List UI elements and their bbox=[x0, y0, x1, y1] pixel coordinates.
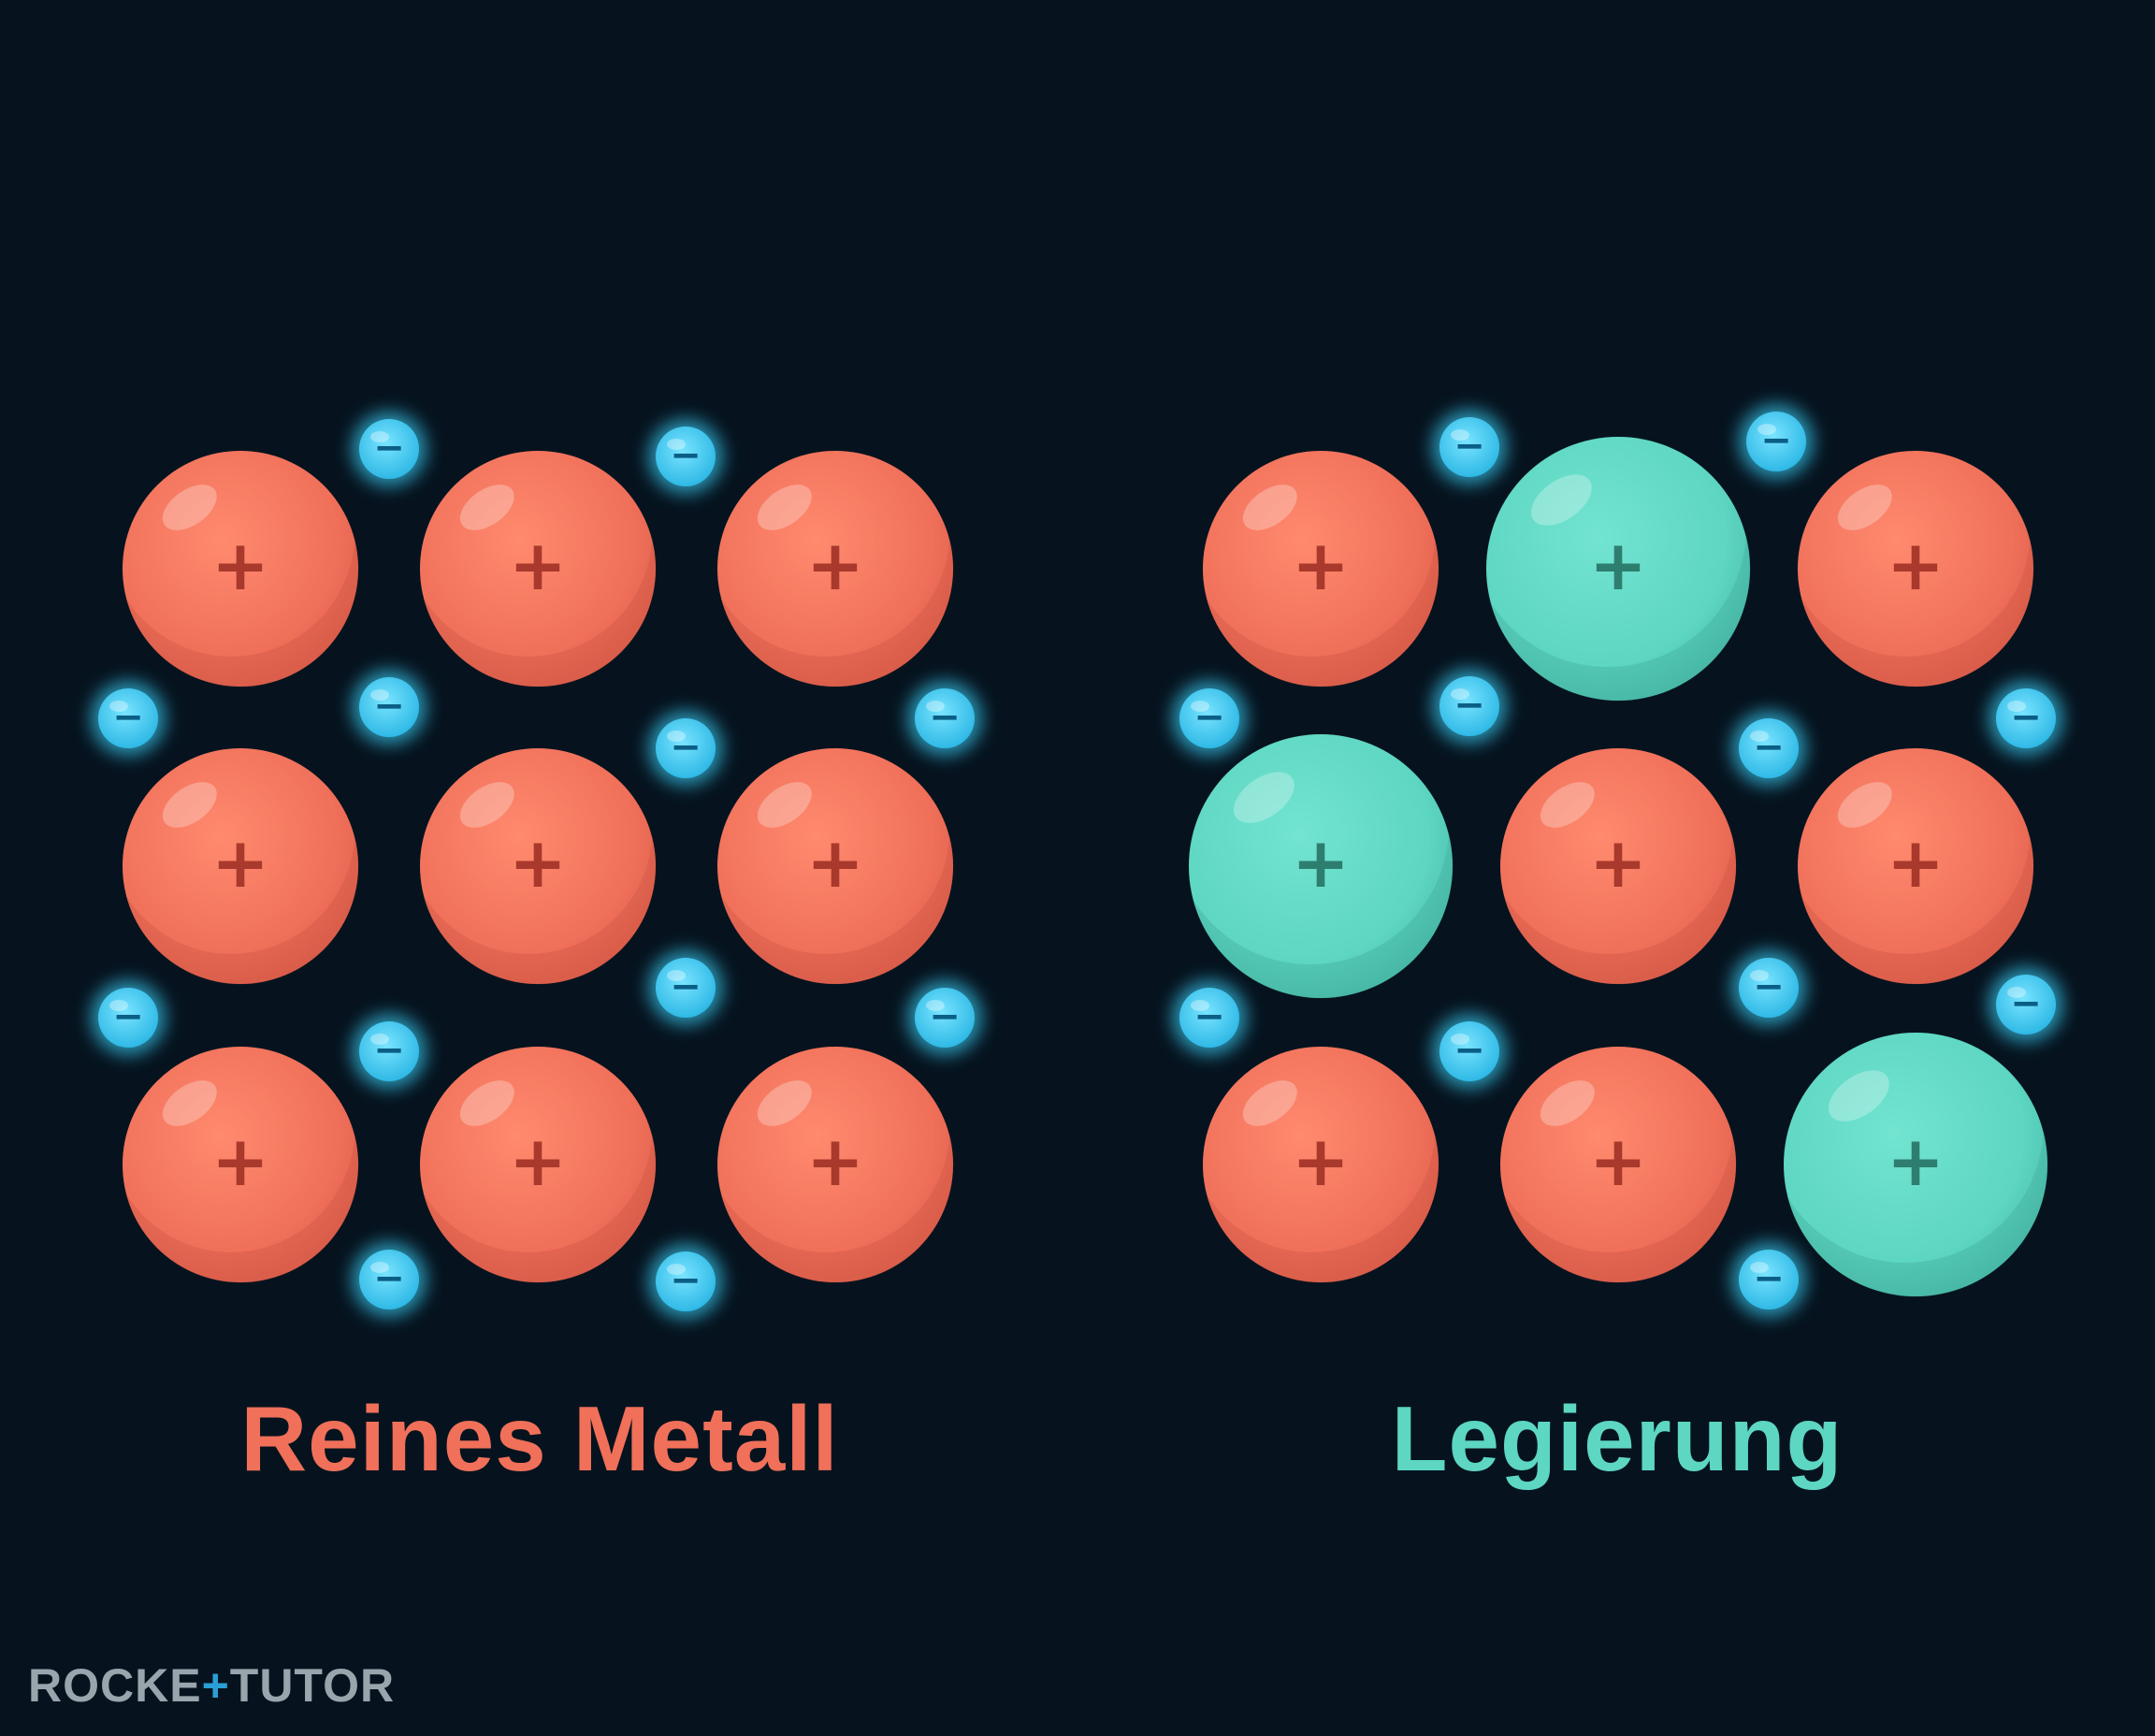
positive-charge-symbol: + bbox=[806, 1121, 864, 1202]
free-electron: − bbox=[648, 1244, 723, 1319]
positive-charge-symbol: + bbox=[1292, 526, 1350, 606]
negative-charge-symbol: − bbox=[929, 696, 961, 739]
metal-atom: + bbox=[717, 451, 954, 687]
metal-atom: + bbox=[123, 1047, 359, 1283]
positive-charge-symbol: + bbox=[211, 526, 269, 606]
negative-charge-symbol: − bbox=[1454, 1029, 1485, 1072]
free-electron: − bbox=[1989, 967, 2063, 1042]
metal-atom: + bbox=[1798, 748, 2034, 985]
free-electron: − bbox=[91, 980, 166, 1055]
metal-atom: + bbox=[1203, 451, 1439, 687]
free-electron: − bbox=[1739, 404, 1814, 479]
negative-charge-symbol: − bbox=[670, 965, 701, 1008]
free-electron: − bbox=[352, 1014, 427, 1089]
free-electron: − bbox=[907, 681, 982, 756]
logo-cross: + bbox=[201, 1659, 230, 1712]
alloy-atom: + bbox=[1189, 734, 1454, 999]
free-electron: − bbox=[1432, 669, 1507, 744]
free-electron: − bbox=[352, 412, 427, 486]
positive-charge-symbol: + bbox=[1887, 823, 1945, 904]
negative-charge-symbol: − bbox=[670, 726, 701, 769]
positive-charge-symbol: + bbox=[509, 823, 567, 904]
free-electron: − bbox=[352, 1242, 427, 1317]
free-electron: − bbox=[1731, 950, 1806, 1025]
negative-charge-symbol: − bbox=[112, 995, 144, 1038]
caption-alloy: Legierung bbox=[1391, 1387, 1844, 1490]
logo-text-end: TUTOR bbox=[229, 1659, 396, 1712]
free-electron: − bbox=[907, 980, 982, 1055]
metal-atom: + bbox=[717, 748, 954, 985]
alloy-atom: + bbox=[1486, 437, 1751, 702]
negative-charge-symbol: − bbox=[373, 685, 405, 728]
positive-charge-symbol: + bbox=[1292, 1121, 1350, 1202]
negative-charge-symbol: − bbox=[373, 1029, 405, 1072]
free-electron: − bbox=[1731, 711, 1806, 786]
logo-text-start: ROCKE bbox=[28, 1659, 202, 1712]
rocket-tutor-logo: ROCKE+TUTOR bbox=[28, 1657, 395, 1714]
negative-charge-symbol: − bbox=[1193, 696, 1225, 739]
positive-charge-symbol: + bbox=[806, 526, 864, 606]
negative-charge-symbol: − bbox=[1760, 419, 1792, 462]
caption-pure-metal: Reines Metall bbox=[240, 1387, 839, 1490]
free-electron: − bbox=[1172, 681, 1247, 756]
free-electron: − bbox=[352, 670, 427, 745]
negative-charge-symbol: − bbox=[670, 434, 701, 477]
positive-charge-symbol: + bbox=[1589, 1121, 1647, 1202]
negative-charge-symbol: − bbox=[1753, 1257, 1785, 1300]
metal-atom: + bbox=[420, 748, 657, 985]
metal-atom: + bbox=[123, 451, 359, 687]
pure-metal-panel: + + + + + + + + + − − − − − − − − − − − − bbox=[91, 412, 982, 1319]
positive-charge-symbol: + bbox=[1887, 1121, 1945, 1202]
positive-charge-symbol: + bbox=[1292, 823, 1350, 904]
negative-charge-symbol: − bbox=[929, 995, 961, 1038]
metal-atom: + bbox=[1500, 1047, 1737, 1283]
alloy-atom: + bbox=[1784, 1033, 2048, 1297]
negative-charge-symbol: − bbox=[112, 696, 144, 739]
negative-charge-symbol: − bbox=[2010, 982, 2042, 1025]
negative-charge-symbol: − bbox=[373, 1257, 405, 1300]
metal-atom: + bbox=[420, 1047, 657, 1283]
positive-charge-symbol: + bbox=[211, 823, 269, 904]
free-electron: − bbox=[648, 711, 723, 786]
negative-charge-symbol: − bbox=[1454, 425, 1485, 468]
free-electron: − bbox=[1432, 410, 1507, 485]
negative-charge-symbol: − bbox=[670, 1259, 701, 1302]
free-electron: − bbox=[1172, 980, 1247, 1055]
free-electron: − bbox=[91, 681, 166, 756]
negative-charge-symbol: − bbox=[1753, 965, 1785, 1008]
metal-atom: + bbox=[1203, 1047, 1439, 1283]
free-electron: − bbox=[648, 419, 723, 494]
positive-charge-symbol: + bbox=[1589, 526, 1647, 606]
positive-charge-symbol: + bbox=[1589, 823, 1647, 904]
metal-atom: + bbox=[717, 1047, 954, 1283]
negative-charge-symbol: − bbox=[373, 427, 405, 470]
negative-charge-symbol: − bbox=[1753, 726, 1785, 769]
negative-charge-symbol: − bbox=[1454, 684, 1485, 727]
positive-charge-symbol: + bbox=[806, 823, 864, 904]
metal-atom: + bbox=[420, 451, 657, 687]
positive-charge-symbol: + bbox=[1887, 526, 1945, 606]
alloy-panel: + + + + + + + + + − − − − − − − − − − − bbox=[1172, 404, 2063, 1317]
free-electron: − bbox=[1989, 681, 2063, 756]
free-electron: − bbox=[1731, 1242, 1806, 1317]
free-electron: − bbox=[1432, 1014, 1507, 1089]
metal-atom: + bbox=[123, 748, 359, 985]
negative-charge-symbol: − bbox=[2010, 696, 2042, 739]
negative-charge-symbol: − bbox=[1193, 995, 1225, 1038]
metal-atom: + bbox=[1798, 451, 2034, 687]
positive-charge-symbol: + bbox=[509, 526, 567, 606]
free-electron: − bbox=[648, 950, 723, 1025]
metal-atom: + bbox=[1500, 748, 1737, 985]
positive-charge-symbol: + bbox=[509, 1121, 567, 1202]
positive-charge-symbol: + bbox=[211, 1121, 269, 1202]
